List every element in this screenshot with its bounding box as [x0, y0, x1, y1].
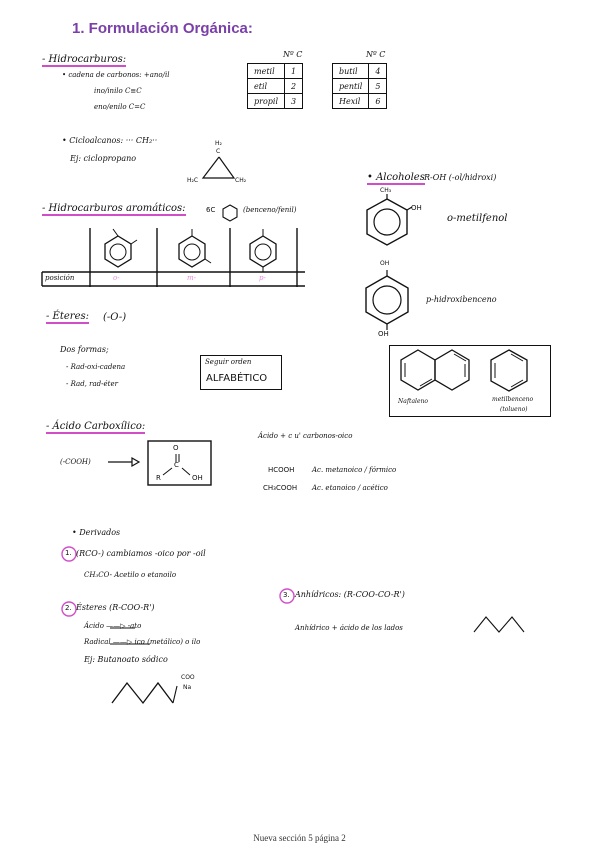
- orto-label: o-: [113, 274, 120, 282]
- table-cell: 6: [368, 93, 388, 109]
- derivado-3-text: Anhídricos: (R-COO-CO-R'): [295, 590, 405, 599]
- metilbenceno-label: metilbenceno: [492, 396, 534, 403]
- derivado-1-text: (RCO-) cambiamos -oico por -oil: [76, 549, 206, 558]
- hidrocarburos-line-2: ino/inilo C≡C: [94, 87, 142, 95]
- derivado-2-radical: Radical ——▷ ico (metálico) o ilo: [84, 638, 201, 646]
- p-hidroxibenceno-name: p-hidroxibenceno: [426, 295, 497, 304]
- carboxyl-r: R: [156, 474, 161, 482]
- table2-header: Nº C: [366, 50, 386, 59]
- o-metilfenol-name: o-metilfenol: [447, 213, 508, 224]
- eteres-formula: (-O-): [103, 312, 127, 323]
- alcoholes-heading: • Alcoholes: [367, 172, 425, 185]
- eteres-forma-1: - Rad-oxi-cadena: [66, 363, 126, 371]
- tolueno-label: (tolueno): [500, 406, 528, 413]
- derivado-3-rule: Anhídrico + ácido de los lados: [295, 624, 403, 632]
- o-metilfenol-oh: OH: [411, 204, 422, 212]
- ch3cooh-name: Ac. etanoico / acético: [312, 484, 388, 492]
- derivado-2-acido: Ácido ——▷ -ato: [84, 622, 142, 630]
- cyclopropane-c: C: [216, 148, 221, 155]
- alfabetico-box: [200, 355, 282, 390]
- derivado-2-number: 2.: [65, 604, 72, 612]
- carboxyl-oh: OH: [192, 474, 203, 482]
- ch3cooh-formula: CH₃COOH: [263, 484, 298, 492]
- derivado-2-example: Ej: Butanoato sódico: [84, 655, 168, 664]
- aromaticos-heading: - Hidrocarburos aromáticos:: [42, 203, 186, 216]
- para-label: p-: [259, 274, 266, 282]
- hidrocarburos-line-1: • cadena de carbonos: +ano/il: [62, 71, 170, 79]
- cyclopropane-ch2: CH₂: [235, 177, 247, 184]
- p-hidroxi-oh-top: OH: [380, 260, 390, 267]
- posicion-label: posición: [45, 274, 75, 282]
- hidrocarburos-heading: - Hidrocarburos:: [42, 54, 127, 67]
- derivado-2-text: Ésteres (R-COO-R'): [76, 603, 155, 612]
- cicloalcanos-line: • Cicloalcanos: ··· CH₂··: [62, 136, 158, 145]
- table-cell: 3: [283, 93, 304, 109]
- alcoholes-formula: R-OH (-ol/hidroxi): [424, 173, 497, 182]
- eteres-forma-2: - Rad, rad-éter: [66, 380, 118, 388]
- derivados-heading: • Derivados: [72, 528, 121, 537]
- cicloalcanos-example: Ej: ciclopropano: [70, 154, 137, 163]
- butanoato-na: Na: [183, 684, 192, 691]
- page-title: 1. Formulación Orgánica:: [72, 20, 253, 37]
- table1-header: Nº C: [283, 50, 303, 59]
- alfabetico-label: ALFABÉTICO: [206, 373, 268, 384]
- naftaleno-label: Naftaleno: [398, 398, 428, 405]
- p-hidroxi-oh-bottom: OH: [378, 330, 389, 338]
- derivado-3-number: 3.: [283, 591, 290, 599]
- hcooh-name: Ac. metanoico / fórmico: [312, 466, 397, 474]
- butanoato-coo: COO: [181, 674, 195, 681]
- cyclopropane-h2: H₂: [215, 140, 222, 147]
- carboxyl-o: O: [173, 444, 179, 452]
- table-cell: Hexil: [331, 93, 370, 109]
- seguir-orden-label: Seguir orden: [205, 358, 252, 366]
- o-metilfenol-ch3: CH₃: [380, 187, 392, 194]
- carboxyl-c: C: [174, 461, 179, 469]
- meta-label: m-: [187, 274, 197, 282]
- aromatic-examples-box: [389, 345, 551, 417]
- hidrocarburos-line-3: eno/enilo C=C: [94, 103, 146, 111]
- cooh-group: (-COOH): [60, 458, 91, 466]
- hcooh-formula: HCOOH: [268, 466, 295, 474]
- aromaticos-note: (benceno/fenil): [243, 206, 297, 214]
- acido-heading: - Ácido Carboxílico:: [46, 421, 146, 434]
- eteres-dos-formas: Dos formas;: [60, 345, 109, 354]
- cyclopropane-h2c: H₂C: [187, 177, 199, 184]
- acido-rule: Ácido + c u' carbonos-oico: [258, 432, 353, 440]
- page-footer: Nueva sección 5 página 2: [253, 833, 346, 843]
- derivado-1-number: 1.: [65, 549, 72, 557]
- eteres-heading: - Éteres:: [46, 311, 89, 324]
- aromaticos-6c: 6C: [206, 206, 216, 214]
- derivado-1-example: CH₃CO- Acetilo o etanoilo: [84, 571, 177, 579]
